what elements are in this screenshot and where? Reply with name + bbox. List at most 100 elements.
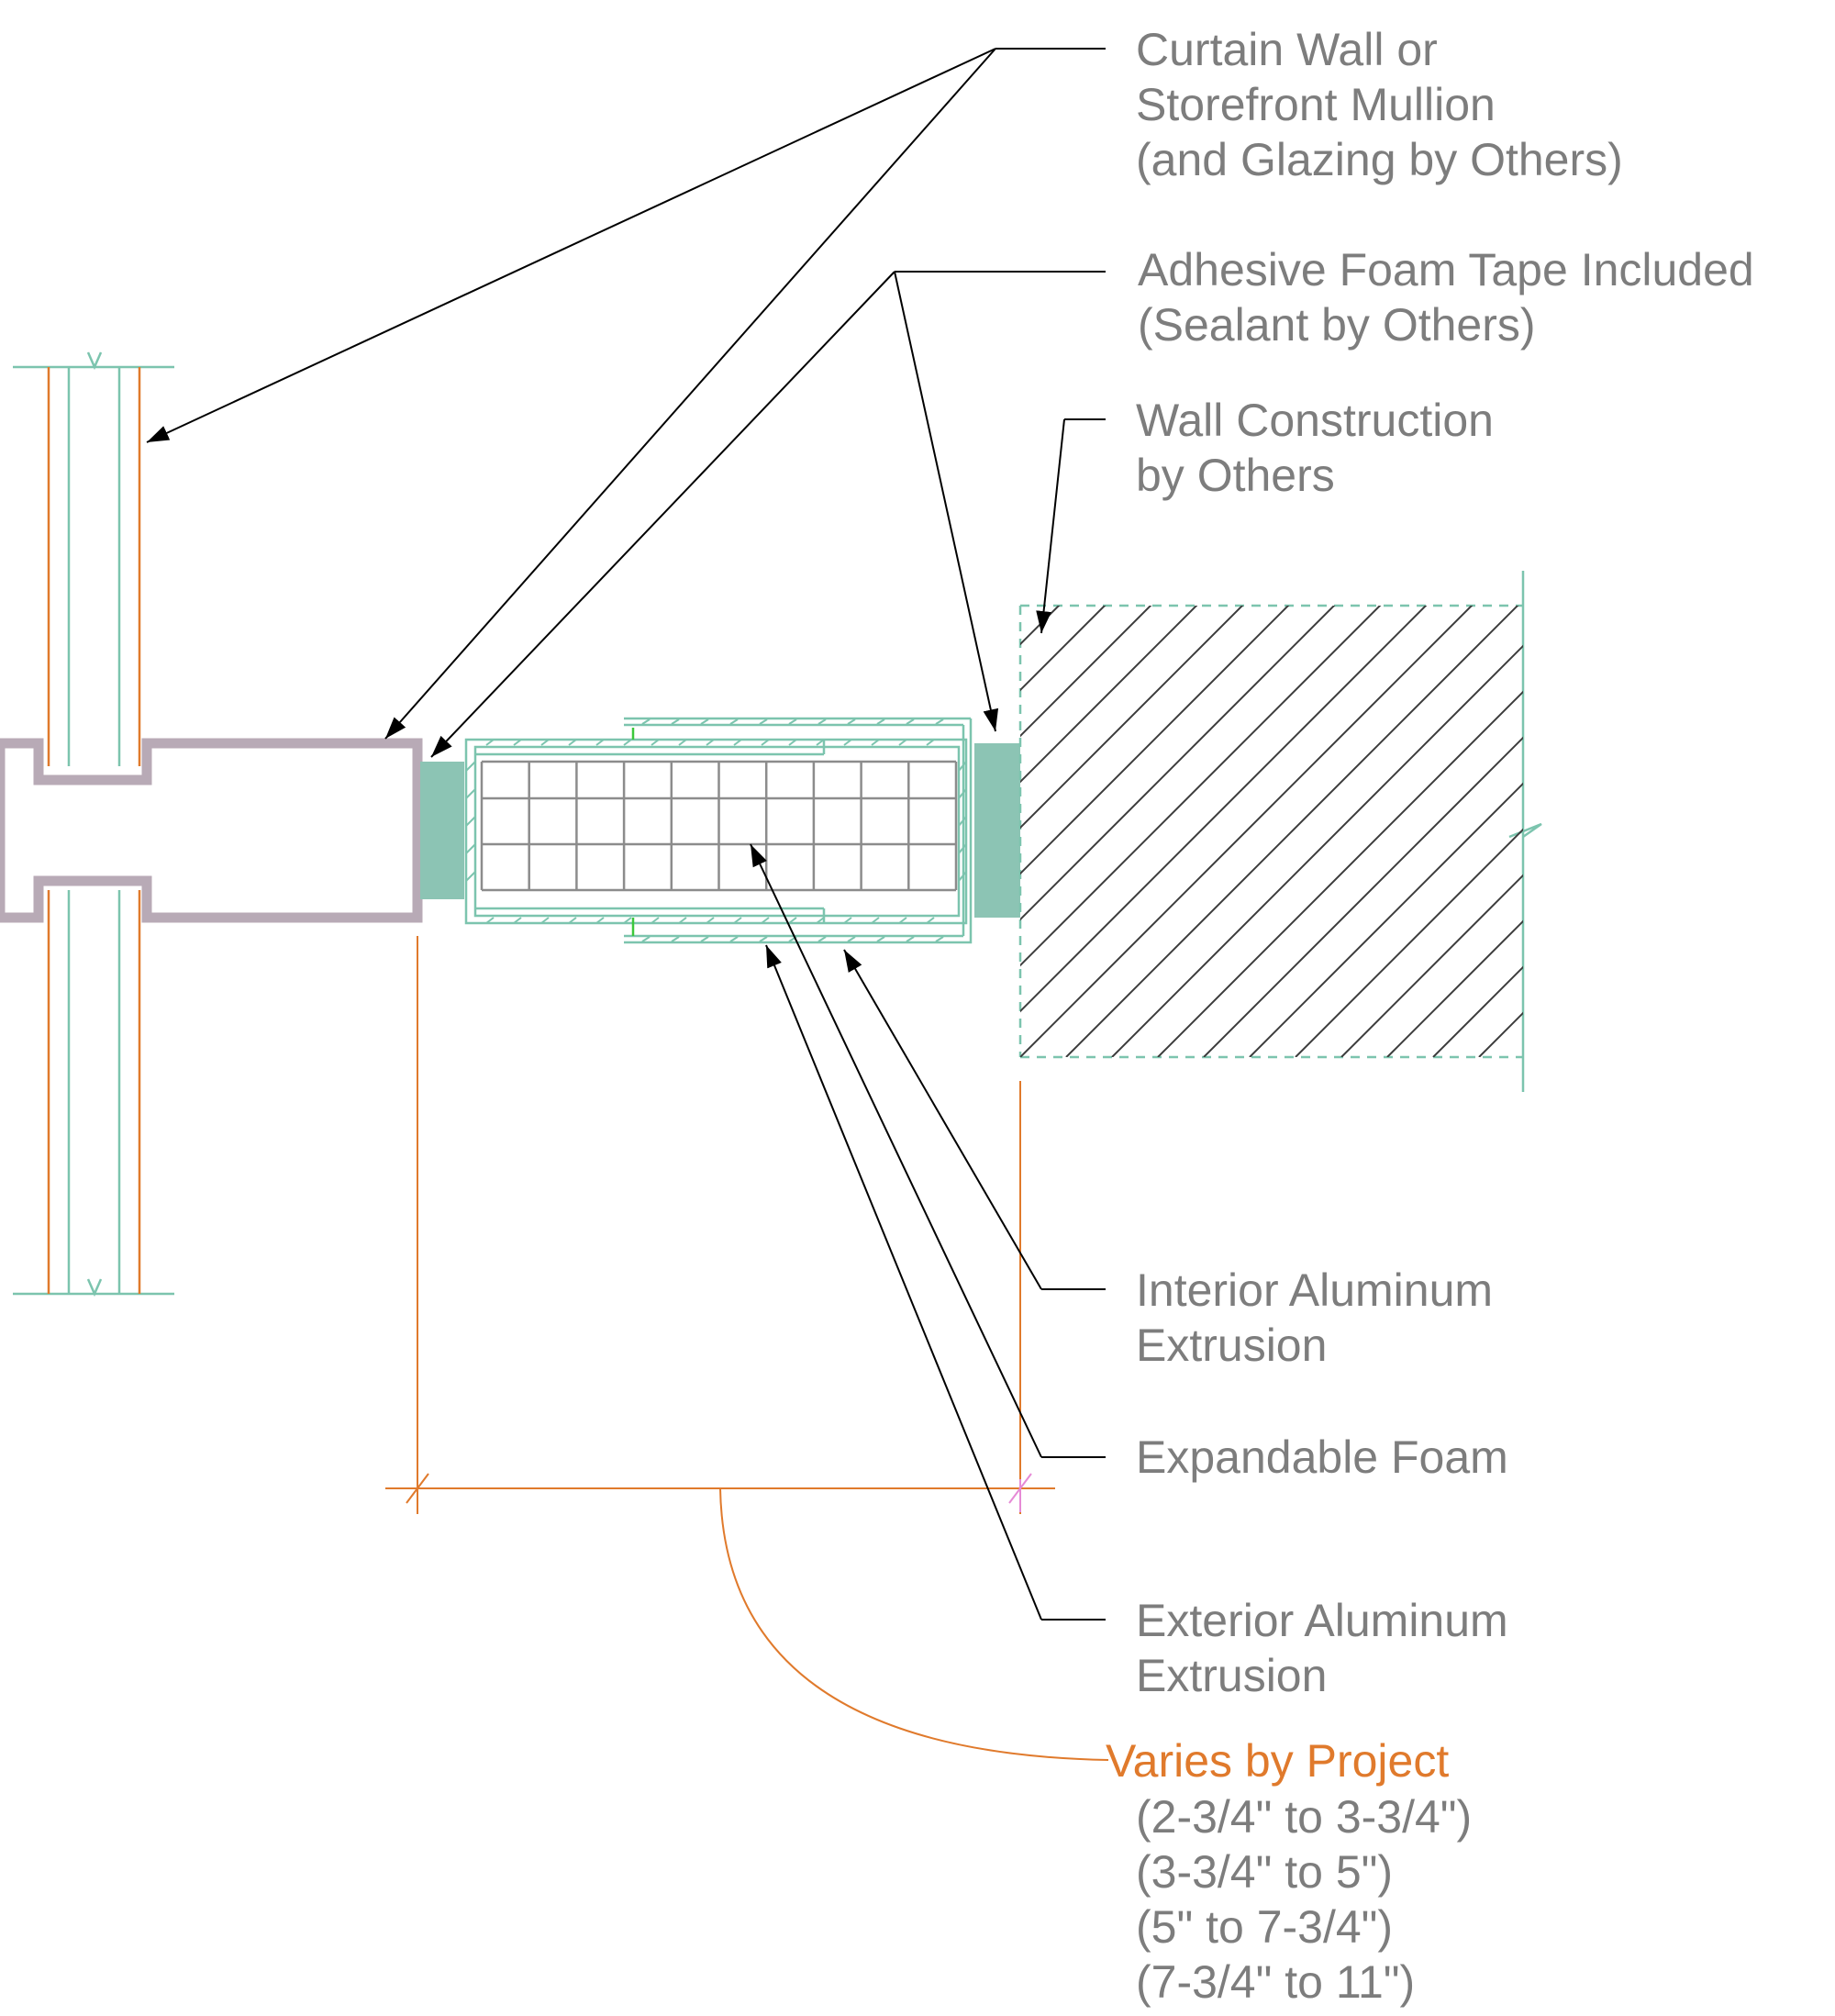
extrusion-hatch-tick (623, 917, 632, 924)
extrusion-hatch-tick (651, 917, 660, 924)
wall-hatch-line (1203, 736, 1523, 1057)
extrusion-hatch-tick (733, 917, 742, 924)
extrusion-hatch-tick (876, 718, 885, 725)
glazing-upper (13, 351, 174, 766)
extrusion-hatch-tick (651, 739, 660, 746)
wall-hatch-line (562, 598, 1020, 1057)
extrusion-hatch-tick (759, 936, 768, 942)
wall-hatch-line (1386, 919, 1523, 1057)
extrusion-hatch-tick (958, 816, 967, 827)
extrusion-hatch-tick (847, 718, 856, 725)
dimension (385, 936, 1109, 1761)
extrusion-hatch-tick (788, 739, 797, 746)
mullion (0, 738, 423, 923)
size-range-item: (5" to 7-3/4") (1136, 1901, 1394, 1953)
extrusion-hatch-tick (641, 718, 651, 725)
wall-hatch-line (1020, 606, 1107, 692)
extrusion-hatch-tick (465, 761, 476, 772)
varies-title: Varies by Project (1106, 1735, 1450, 1787)
extrusion-hatch-tick (465, 816, 476, 827)
label-line: Wall Construction (1136, 395, 1494, 446)
wall-hatch-line (1020, 606, 1382, 967)
glazing-lower (13, 890, 174, 1298)
extrusion-hatch-tick (788, 917, 797, 924)
extrusion-hatch-tick (485, 917, 495, 924)
interior-extrusion (464, 728, 968, 936)
size-ranges: (2-3/4" to 3-3/4") (3-3/4" to 5") (5" to… (1136, 1789, 1472, 2010)
extrusion-hatch-tick (816, 739, 825, 746)
extrusion-hatch-tick (465, 871, 476, 882)
extrusion-hatch-tick (465, 788, 476, 799)
label-line: (Sealant by Others) (1138, 299, 1536, 351)
wall-hatch-line (1020, 606, 1336, 921)
extrusion-hatch-tick (706, 917, 715, 924)
size-range-item: (3-3/4" to 5") (1136, 1846, 1394, 1898)
label-curtain-wall: Curtain Wall or Storefront Mullion (and … (1136, 22, 1623, 187)
label-wall-construction: Wall Construction by Others (1136, 393, 1494, 503)
extrusion-hatch-tick (671, 718, 680, 725)
extrusion-hatch-tick (847, 936, 856, 942)
extrusion-hatch-tick (759, 718, 768, 725)
extrusion-hatch-tick (817, 936, 827, 942)
label-line: Extrusion (1136, 1320, 1328, 1371)
wall-hatch-line (1157, 690, 1523, 1057)
wall-hatch-line (1432, 965, 1523, 1057)
extrusion-hatch-tick (958, 788, 967, 799)
wall-hatch-line (1111, 644, 1523, 1057)
extrusion-hatch-tick (595, 739, 605, 746)
wall-construction (562, 571, 1835, 1092)
label-line: Interior Aluminum (1136, 1264, 1494, 1316)
size-range-item: (7-3/4" to 11") (1136, 1956, 1416, 2008)
wall-hatch-line (1340, 874, 1523, 1057)
wall-hatch-line (1020, 606, 1244, 830)
label-line: by Others (1136, 450, 1335, 501)
expandable-foam-grid (480, 760, 958, 892)
label-line: Expandable Foam (1136, 1431, 1508, 1483)
wall-hatch-line (1249, 782, 1523, 1057)
extrusion-hatch-tick (926, 917, 935, 924)
extrusion-hatch-tick (671, 936, 680, 942)
extrusion-hatch (465, 718, 967, 942)
extrusion-hatch-tick (729, 718, 739, 725)
wall-hatch-line (1020, 606, 1152, 738)
wall-hatch-line (1525, 598, 1835, 1057)
label-line: Exterior Aluminum (1136, 1595, 1508, 1646)
wall-hatch-line (1065, 606, 1519, 1057)
extrusion-hatch-tick (761, 739, 770, 746)
size-range-item: (2-3/4" to 3-3/4") (1136, 1791, 1473, 1843)
extrusion-hatch-tick (871, 917, 880, 924)
extrusion-hatch-tick (958, 761, 967, 772)
extrusion-hatch-tick (761, 917, 770, 924)
wall-hatch-line (1020, 606, 1198, 784)
extrusion-hatch-tick (729, 936, 739, 942)
label-line: Extrusion (1136, 1650, 1328, 1701)
extrusion-hatch-tick (733, 739, 742, 746)
extrusion-hatch-tick (485, 739, 495, 746)
extrusion-hatch-tick (935, 718, 944, 725)
extrusion-hatch-tick (906, 936, 915, 942)
extrusion-hatch-tick (678, 739, 687, 746)
extrusion-hatch-tick (898, 739, 907, 746)
foam-tape-left (420, 762, 464, 899)
wall-hatch-line (1295, 828, 1523, 1057)
label-adhesive-foam-tape: Adhesive Foam Tape Included (Sealant by … (1138, 242, 1754, 352)
extrusion-hatch-tick (465, 843, 476, 854)
extrusion-hatch-tick (843, 917, 852, 924)
label-line: Curtain Wall or (1136, 24, 1438, 75)
extrusion-hatch-tick (958, 843, 967, 854)
extrusion-hatch-tick (678, 917, 687, 924)
extrusion-hatch-tick (788, 718, 797, 725)
label-expandable-foam: Expandable Foam (1136, 1430, 1508, 1485)
extrusion-hatch-tick (816, 917, 825, 924)
wall-hatch-line (1020, 606, 1290, 875)
extrusion-hatch-tick (595, 917, 605, 924)
extrusion-hatch-tick (876, 936, 885, 942)
extrusion-hatch-tick (817, 718, 827, 725)
extrusion-hatch-tick (706, 739, 715, 746)
wall-hatch-line (1020, 606, 1428, 1013)
extrusion-hatch-tick (898, 917, 907, 924)
extrusion-hatch-tick (906, 718, 915, 725)
label-line: Storefront Mullion (1136, 79, 1496, 130)
label-line: Adhesive Foam Tape Included (1138, 244, 1754, 295)
